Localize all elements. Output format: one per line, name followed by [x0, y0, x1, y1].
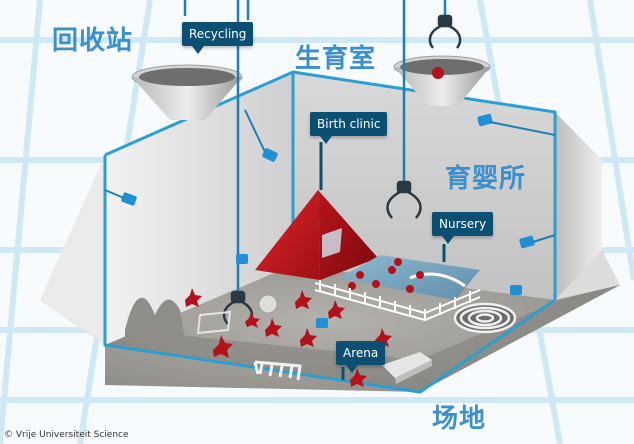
ball — [259, 295, 277, 313]
image-credit: © Vrije Universiteit Science — [4, 430, 129, 440]
arena-sign: Arena — [336, 341, 385, 365]
arena-cn-label: 场地 — [432, 398, 486, 435]
nursery-sign: Nursery — [432, 212, 493, 236]
recycling-cn-label: 回收站 — [52, 20, 133, 57]
recycling-sign: Recycling — [182, 22, 253, 46]
birth-clinic-cn-label: 生育室 — [295, 38, 376, 75]
nursery-cn-label: 育婴所 — [445, 158, 526, 195]
maze — [455, 304, 515, 332]
birth-clinic-sign: Birth clinic — [310, 112, 387, 136]
